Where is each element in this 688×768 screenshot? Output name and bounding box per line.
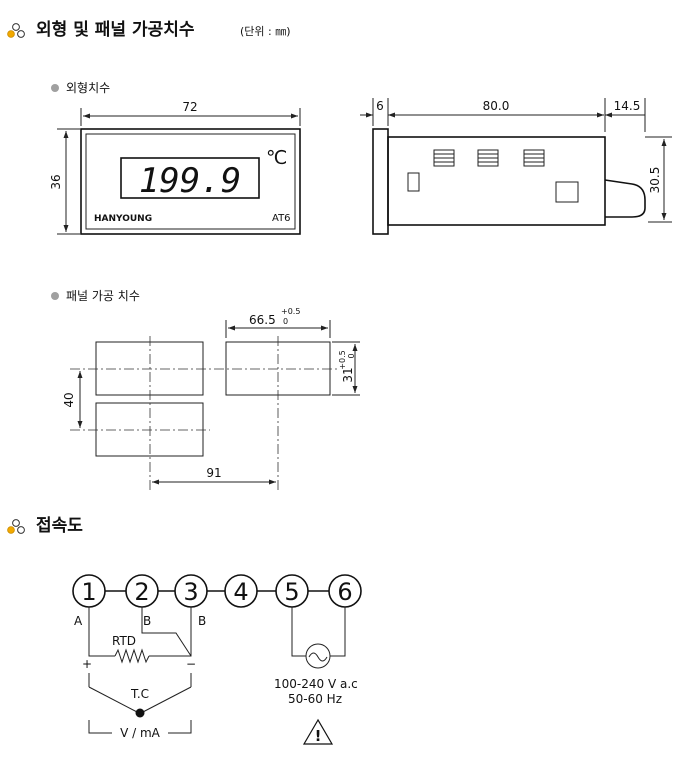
wiring-title: 접속도: [36, 516, 83, 536]
tc-label: T.C: [130, 687, 149, 701]
bullet-icon: [51, 292, 59, 300]
label-b2: B: [198, 614, 206, 628]
terminal-5-label: 5: [284, 578, 299, 606]
terminal-4-label: 4: [233, 578, 248, 606]
tc-plus: +: [82, 657, 92, 671]
cutout-height-tol-lower: 0: [347, 353, 356, 358]
cutout-width-tol-lower: 0: [283, 317, 288, 326]
front-height-dim: 36: [49, 174, 63, 189]
case-body: [387, 136, 606, 226]
side-height-dim: 30.5: [648, 167, 662, 194]
cutout-height-dim: 31: [341, 367, 355, 382]
warning-icon: [302, 718, 334, 745]
terminal-1-label: 1: [81, 578, 96, 606]
terminal-6-label: 6: [337, 578, 352, 606]
vertical-pitch-dim: 40: [62, 392, 76, 407]
warning-mark: !: [315, 727, 322, 745]
terminal-length-dim: 14.5: [614, 99, 641, 113]
bezel: [372, 128, 389, 235]
section-icon: [7, 519, 25, 534]
tc-junction: [135, 708, 145, 718]
cutout-width-tol-upper: +0.5: [281, 307, 300, 316]
panel-cut-subtitle: 패널 가공 치수: [66, 289, 140, 303]
vma-label: V / mA: [120, 726, 161, 740]
terminal-3-label: 3: [183, 578, 198, 606]
rtd-label: RTD: [112, 634, 136, 648]
section-icon: [7, 23, 25, 38]
front-width-dim: 72: [182, 100, 197, 114]
bezel-dim: 6: [376, 99, 384, 113]
unit-symbol: ℃: [266, 147, 287, 169]
bullet-icon: [51, 84, 59, 92]
power-voltage: 100-240 V a.c: [274, 677, 358, 691]
unit-note: (단위 : ㎜): [240, 25, 291, 38]
brand-logo: HANYOUNG: [94, 214, 152, 224]
wiring-diagram: 1 2 3 4 5 6 A B B RTD + − T.C V / mA 100…: [72, 574, 362, 745]
cutout-height-tol-upper: +0.5: [338, 350, 347, 369]
front-view: 72 36 199.9 ℃ HANYOUNG AT6: [49, 100, 301, 235]
cutout-width-dim: 66.5: [249, 313, 276, 327]
section-title: 외형 및 패널 가공치수: [36, 19, 195, 40]
tc-minus: −: [186, 657, 196, 671]
label-a: A: [74, 614, 83, 628]
label-b1: B: [143, 614, 151, 628]
side-view: 6 80.0 14.5 30.5: [360, 98, 672, 235]
body-length-dim: 80.0: [483, 99, 510, 113]
outline-subtitle: 외형치수: [66, 81, 110, 95]
model-label: AT6: [272, 213, 291, 224]
terminal-2-label: 2: [134, 578, 149, 606]
panel-cutout-drawing: 66.5 +0.5 0 31 +0.5 0 40 91: [62, 307, 360, 490]
power-frequency: 50-60 Hz: [288, 692, 342, 706]
terminal-4: [224, 574, 258, 608]
horizontal-pitch-dim: 91: [206, 466, 221, 480]
lcd-window: [120, 157, 260, 199]
display-value: 199.9: [139, 161, 241, 201]
